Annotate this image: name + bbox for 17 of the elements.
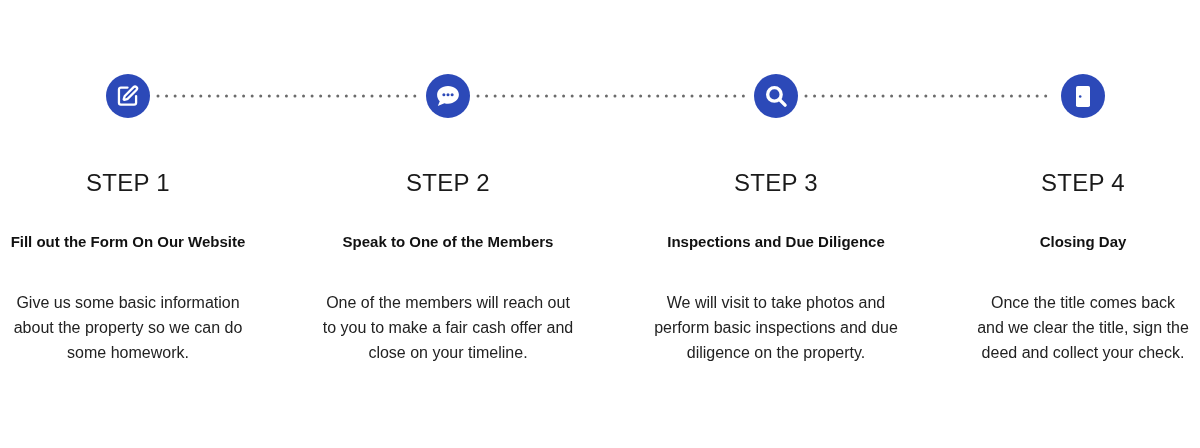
step-description: Give us some basic information about the property so we can do some homework.	[12, 293, 244, 363]
step-label: STEP 3	[733, 168, 819, 198]
step-circle	[426, 74, 470, 118]
step-label: STEP 2	[405, 168, 491, 198]
step-circle	[1061, 74, 1105, 118]
step-heading: Closing Day	[1039, 232, 1127, 252]
dotted-connector	[476, 94, 748, 98]
step-description: Once the title comes back and we clear the title, sign the deed and collect your check.	[976, 293, 1190, 363]
step-circle	[106, 74, 150, 118]
step-description: We will visit to take photos and perform basic inspections and due diligence on the property.	[653, 293, 899, 363]
step-label: STEP 4	[1040, 168, 1126, 198]
step-heading: Inspections and Due Diligence	[667, 232, 885, 252]
step-circle	[754, 74, 798, 118]
step-description: One of the members will reach out to you to make a fair cash offer and close on your timeline.	[321, 293, 575, 363]
step-heading: Fill out the Form On Our Website	[10, 232, 246, 252]
step-heading: Speak to One of the Members	[342, 232, 554, 252]
step-label: STEP 1	[85, 168, 171, 198]
